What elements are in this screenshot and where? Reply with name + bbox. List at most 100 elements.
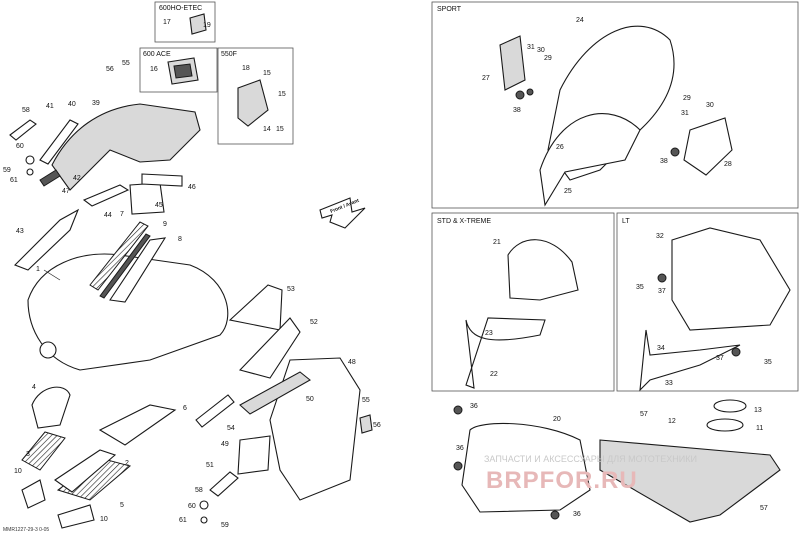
svg-text:600 ACE: 600 ACE (143, 51, 171, 58)
callout-27: 27 (482, 75, 490, 82)
callout-58a: 58 (22, 107, 30, 114)
callout-59a: 59 (3, 167, 11, 174)
svg-text:BRPFOR.RU: BRPFOR.RU (486, 467, 638, 494)
watermark: ЗАПЧАСТИ И АКСЕССУАРЫ ДЛЯ МОТОТЕХНИКИ BR… (484, 454, 697, 494)
callout-13: 13 (754, 407, 762, 414)
callout-7: 7 (120, 211, 124, 218)
callout-11: 11 (756, 425, 763, 432)
windshield-lt (639, 227, 791, 392)
callout-3: 3 (26, 451, 30, 458)
box-600-ace: 600 ACE (139, 47, 218, 93)
callout-30b: 30 (706, 102, 714, 109)
callout-43: 43 (16, 228, 24, 235)
document-id: MMR1227-29-3 0-05 (3, 527, 49, 533)
callout-48: 48 (348, 359, 356, 366)
svg-text:600HO-ETEC: 600HO-ETEC (159, 5, 202, 12)
callout-29b: 29 (683, 95, 691, 102)
windshield-sport (499, 25, 733, 207)
callout-52: 52 (310, 319, 318, 326)
callout-54: 54 (227, 425, 235, 432)
windshield-std-xtreme (465, 239, 579, 389)
svg-text:SPORT: SPORT (437, 6, 462, 13)
box-sport: SPORT (431, 1, 799, 209)
callout-5: 5 (120, 502, 124, 509)
callout-32: 32 (656, 233, 664, 240)
callout-60b: 60 (188, 503, 196, 510)
svg-text:550F: 550F (221, 51, 237, 58)
hood-assembly (9, 103, 373, 529)
callout-4: 4 (32, 384, 36, 391)
callout-56b: 56 (373, 422, 381, 429)
callout-53: 53 (287, 286, 295, 293)
bottom-right-assembly (453, 399, 781, 523)
callout-33: 33 (665, 380, 673, 387)
callout-50: 50 (306, 396, 314, 403)
box-600ho-etec: 600HO-ETEC (154, 1, 216, 43)
callout-55b: 55 (362, 397, 370, 404)
callout-19: 19 (203, 22, 211, 29)
callout-36c: 36 (573, 511, 581, 518)
callout-12: 12 (668, 418, 676, 425)
callout-14: 14 (263, 126, 271, 133)
svg-text:ЗАПЧАСТИ И АКСЕССУАРЫ ДЛЯ МОТО: ЗАПЧАСТИ И АКСЕССУАРЫ ДЛЯ МОТОТЕХНИКИ (484, 454, 697, 464)
callout-46: 46 (188, 184, 196, 191)
front-direction-arrow: Front / Avant (319, 197, 366, 229)
callout-16: 16 (150, 66, 158, 73)
callout-56a: 56 (106, 66, 114, 73)
callout-51: 51 (206, 462, 214, 469)
callouts: 1 2 3 4 5 6 7 8 9 10 10 11 12 13 14 15 1… (3, 17, 772, 529)
callout-29a: 29 (544, 55, 552, 62)
callout-31b: 31 (681, 110, 689, 117)
callout-37a: 37 (658, 288, 666, 295)
callout-10b: 10 (100, 516, 108, 523)
callout-1: 1 (36, 266, 40, 273)
callout-8: 8 (178, 236, 182, 243)
callout-57b: 57 (760, 505, 768, 512)
callout-9: 9 (163, 221, 167, 228)
callout-44: 44 (104, 212, 112, 219)
callout-41: 41 (46, 103, 54, 110)
callout-38b: 38 (660, 158, 668, 165)
box-std-xtreme: STD & X-TREME (431, 212, 615, 392)
callout-15b: 15 (263, 70, 271, 77)
callout-26: 26 (556, 144, 564, 151)
callout-59b: 59 (221, 522, 229, 529)
callout-42: 42 (73, 175, 81, 182)
callout-40: 40 (68, 101, 76, 108)
callout-22: 22 (490, 371, 498, 378)
box-lt: LT (616, 212, 799, 392)
callout-10a: 10 (14, 468, 22, 475)
callout-17: 17 (163, 19, 171, 26)
callout-55a: 55 (122, 60, 130, 67)
callout-61a: 61 (10, 177, 18, 184)
callout-18: 18 (242, 65, 250, 72)
callout-31a: 31 (527, 44, 535, 51)
callout-60a: 60 (16, 143, 24, 150)
callout-38a: 38 (513, 107, 521, 114)
callout-24: 24 (576, 17, 584, 24)
callout-15a: 15 (276, 126, 284, 133)
callout-57a: 57 (640, 411, 648, 418)
callout-21: 21 (493, 239, 501, 246)
svg-text:STD & X-TREME: STD & X-TREME (437, 218, 491, 225)
callout-35b: 35 (764, 359, 772, 366)
callout-61b: 61 (179, 517, 187, 524)
callout-49: 49 (221, 441, 229, 448)
callout-15c: 15 (278, 91, 286, 98)
callout-30a: 30 (537, 47, 545, 54)
callout-58b: 58 (195, 487, 203, 494)
callout-45: 45 (155, 202, 163, 209)
callout-6: 6 (183, 405, 187, 412)
callout-25: 25 (564, 188, 572, 195)
callout-39: 39 (92, 100, 100, 107)
callout-28: 28 (724, 161, 732, 168)
callout-2: 2 (125, 460, 129, 467)
callout-34: 34 (657, 345, 665, 352)
svg-text:LT: LT (622, 218, 630, 225)
callout-35a: 35 (636, 284, 644, 291)
callout-36b: 36 (456, 445, 464, 452)
callout-23: 23 (485, 330, 493, 337)
callout-36a: 36 (470, 403, 478, 410)
